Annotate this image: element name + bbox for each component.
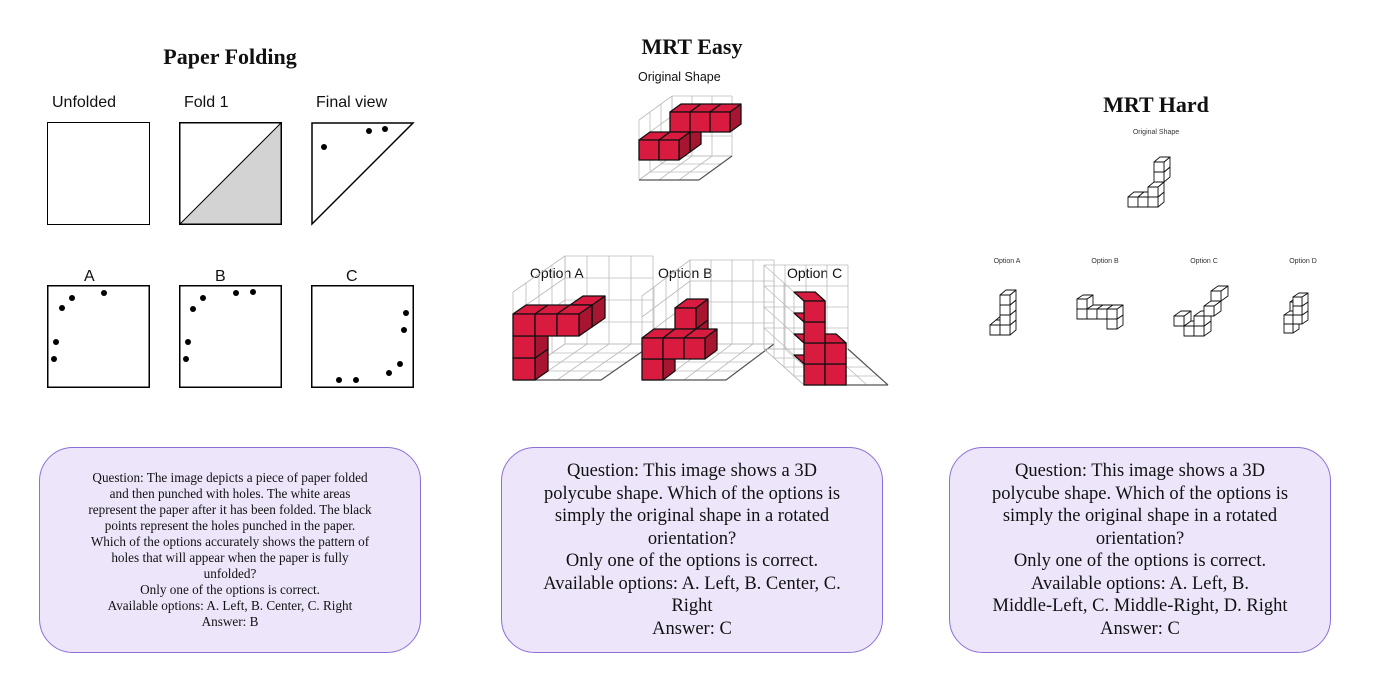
mrt-hard-original-label: Original Shape [1132,129,1180,136]
hole [69,295,75,301]
mrt-easy-original-shape [638,95,742,181]
cube [674,298,709,330]
mrt-easy-option-a-label: Option A [530,265,584,281]
hole [250,289,256,295]
hole [366,128,372,134]
folded-region [178,121,282,225]
hole [200,295,206,301]
mrt-hard-option-d[interactable] [1280,285,1330,340]
mrt-hard-option-c-label: Option C [1190,258,1218,265]
paper-option-c[interactable] [311,285,414,388]
option-b-label: B [215,268,226,285]
hole [51,356,57,362]
mrt-easy-original-label: Original Shape [638,70,721,84]
cube [1173,310,1192,327]
hole [336,377,342,383]
mrt-easy-option-b[interactable] [636,259,775,400]
mrt-easy-option-c-label: Option C [787,265,843,281]
cube [709,103,742,133]
hole [185,339,191,345]
hole [397,361,403,367]
fold1-label: Fold 1 [184,94,229,111]
unfolded-label: Unfolded [52,94,117,111]
hole [59,305,65,311]
mrt-hard-question: Question: This image shows a 3D polycube… [991,461,1289,639]
hole [382,126,388,132]
paper-folding-title: Paper Folding [163,44,297,69]
mrt-hard-option-d-label: Option D [1289,258,1317,265]
fold1-paper [178,121,282,225]
option-c-label: C [346,268,358,285]
mrt-hard-option-a[interactable] [980,275,1040,345]
mrt-easy-title: MRT Easy [641,34,743,59]
hole [403,310,409,316]
hole [386,370,392,376]
hole [321,144,327,150]
cube [1153,156,1171,173]
cube [1203,300,1222,317]
cube [658,131,691,161]
cube [1106,304,1124,320]
mrt-hard-option-c[interactable] [1170,280,1240,345]
hole [183,356,189,362]
cube [1147,181,1165,198]
hole [53,339,59,345]
cube [556,304,593,337]
cube [1292,292,1309,307]
paper-option-b[interactable] [179,285,282,388]
mrt-easy-question: Question: This image shows a 3D polycube… [543,461,841,639]
cube [793,291,826,323]
final-view-paper [311,122,415,226]
final-view-label: Final view [316,94,388,111]
mrt-hard-option-b[interactable] [1072,285,1142,335]
cube [999,289,1017,306]
hole [190,306,196,312]
cube [1076,294,1094,310]
mrt-hard-option-b-label: Option B [1091,258,1119,265]
paper-folding-question-card: Question: The image depicts a piece of p… [39,447,421,653]
cube [683,328,718,360]
hole [101,290,107,296]
mrt-hard-original-shape [1127,156,1171,208]
mrt-hard-question-card: Question: This image shows a 3D polycube… [949,447,1331,653]
hole [353,377,359,383]
cube [1210,285,1229,302]
mrt-hard-title: MRT Hard [1103,92,1209,117]
paper-option-a[interactable] [47,285,150,388]
hole [401,327,407,333]
paper-folding-question: Question: The image depicts a piece of p… [88,470,372,629]
mrt-hard-option-a-label: Option A [993,258,1021,265]
option-a-label: A [84,268,95,285]
mrt-easy-option-a[interactable] [505,255,654,400]
unfolded-paper [47,122,150,225]
mrt-easy-option-b-label: Option B [658,265,713,281]
mrt-easy-option-c[interactable] [763,264,891,400]
mrt-easy-question-card: Question: This image shows a 3D polycube… [501,447,883,653]
hole [233,290,239,296]
